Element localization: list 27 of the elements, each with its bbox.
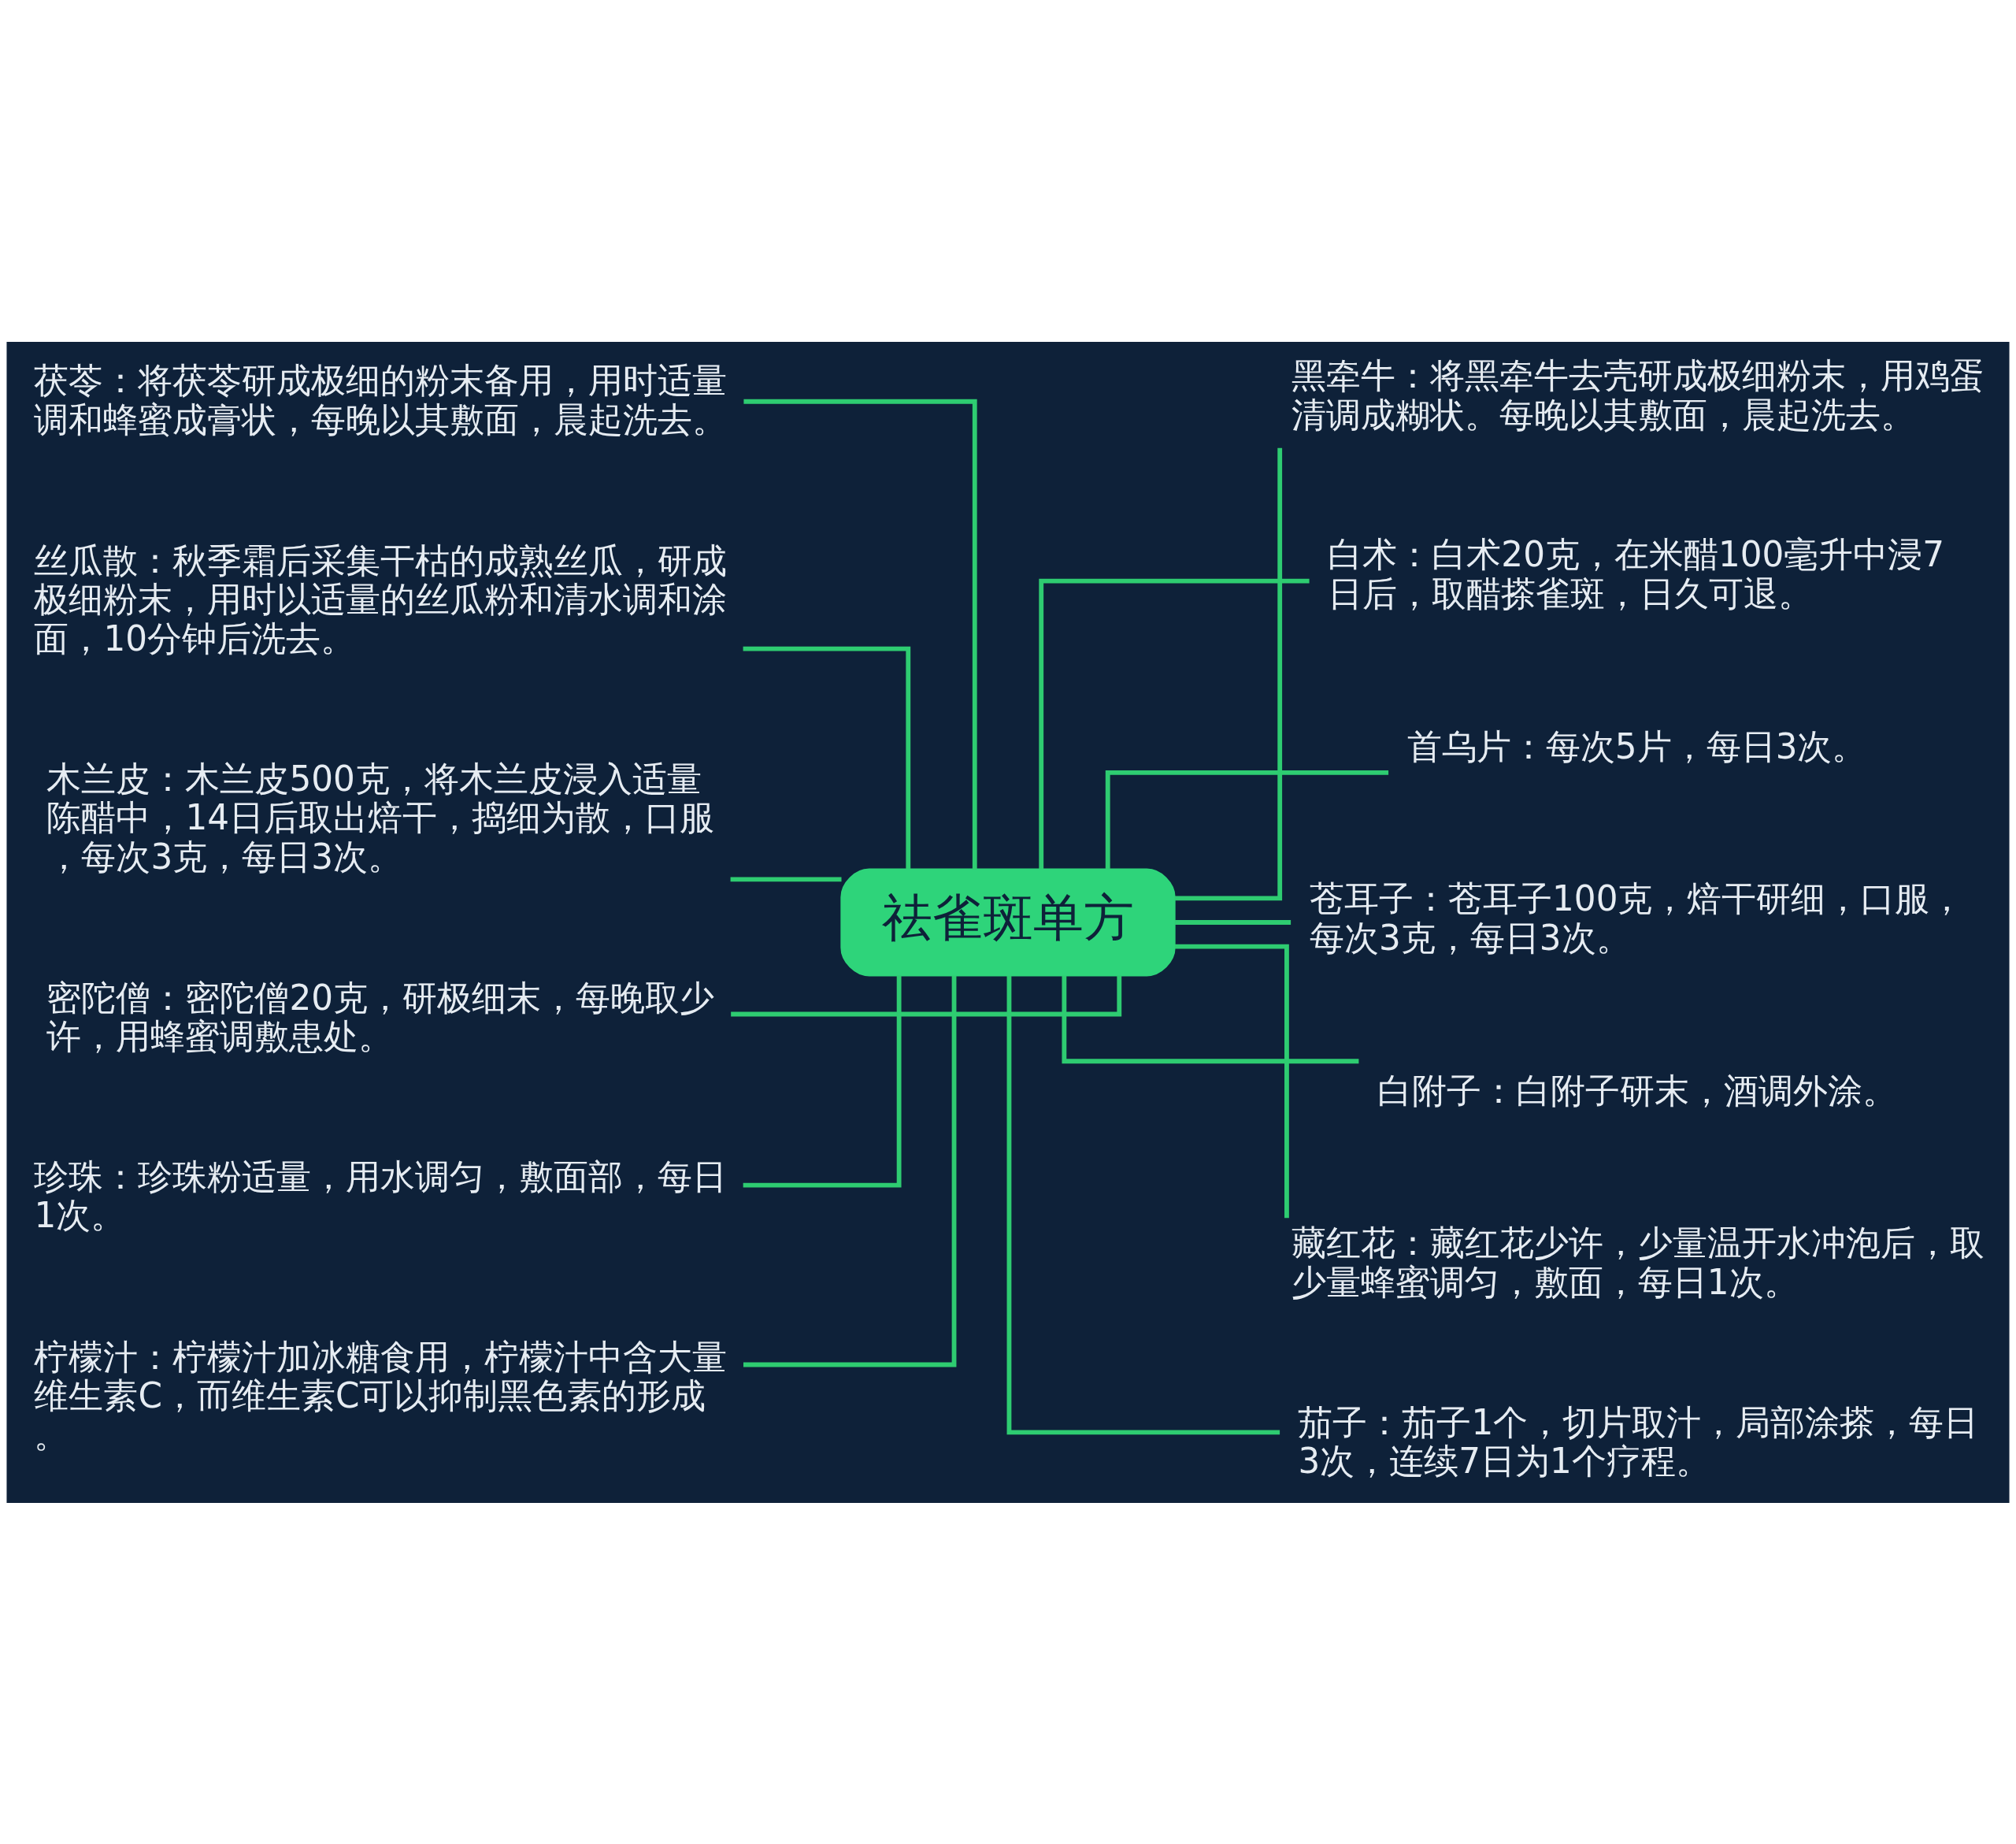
node-text: 木兰皮：木兰皮500克，将木兰皮浸入适量陈醋中，14日后取出焙干，捣细为散，口服，每次3克，每日3次。 [46, 758, 715, 877]
connector [743, 399, 977, 870]
connector [1006, 975, 1280, 1434]
connector [1062, 975, 1359, 1063]
node-box: 祛雀斑单方 [840, 868, 1176, 976]
connector [743, 646, 911, 869]
node-text: 白术：白术20克，在米醋100毫升中浸7日后，取醋搽雀斑，日久可退。 [1328, 533, 1945, 614]
connector [743, 975, 957, 1367]
connector [1105, 770, 1389, 869]
node-text: 密陀僧：密陀僧20克，研极细末，每晚取少许，用蜂蜜调敷患处。 [46, 977, 715, 1056]
connector [731, 975, 1122, 1016]
connector [1174, 447, 1283, 900]
node-text: 黑牵牛：将黑牵牛去壳研成极细粉末，用鸡蛋清调成糊状。每晚以其敷面，晨起洗去。 [1291, 354, 1984, 435]
node-text: 丝瓜散：秋季霜后采集干枯的成熟丝瓜，研成极细粉末，用时以适量的丝瓜粉和清水调和涂面，10分钟后洗去。 [34, 540, 728, 659]
connector [1174, 919, 1292, 925]
connector [743, 975, 902, 1187]
node-text: 苍耳子：苍耳子100克，焙干研细，口服，每次3克，每日3次。 [1310, 877, 1965, 958]
node-text: 首乌片：每次5片，每日3次。 [1406, 725, 1867, 766]
node-text: 柠檬汁：柠檬汁加冰糖食用，柠檬汁中含大量维生素C，而维生素C可以抑制黑色素的形成。 [34, 1336, 728, 1455]
connector [730, 876, 842, 881]
connector [1175, 944, 1289, 1218]
node-text: 藏红花：藏红花少许，少量温开水冲泡后，取少量蜂蜜调匀，敷面，每日1次。 [1291, 1222, 1984, 1302]
node-text: 珍珠：珍珠粉适量，用水调匀，敷面部，每日1次。 [34, 1156, 728, 1235]
node-text: 白附子：白附子研末，酒调外涂。 [1377, 1070, 1897, 1111]
connector [1039, 578, 1310, 869]
node-text: 茯苓：将茯苓研成极细的粉末备用，用时适量调和蜂蜜成膏状，每晚以其敷面，晨起洗去。 [34, 359, 728, 440]
node-text: 茄子：茄子1个，切片取汁，局部涂搽，每日3次，连续7日为1个疗程。 [1298, 1401, 1979, 1481]
